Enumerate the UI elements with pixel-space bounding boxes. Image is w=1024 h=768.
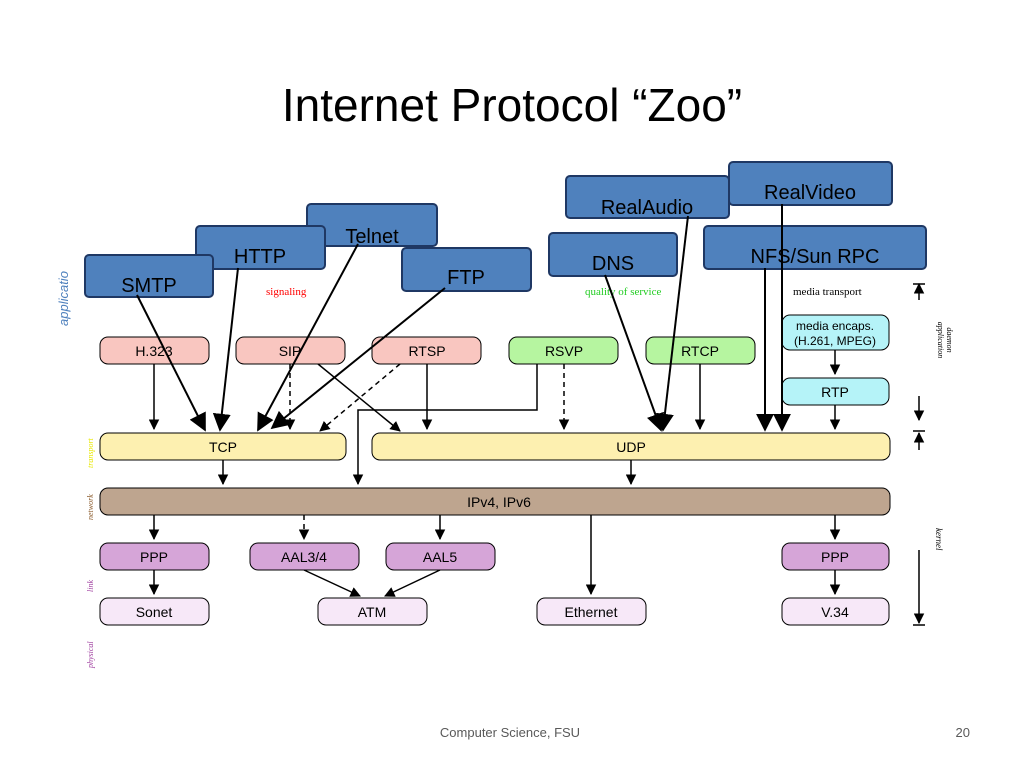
sonet-label: Sonet xyxy=(136,604,173,620)
footer-source: Computer Science, FSU xyxy=(439,725,581,740)
ppp-left-label: PPP xyxy=(140,549,168,565)
callout-smtp: SMTP xyxy=(84,254,214,298)
tcp-label: TCP xyxy=(209,439,237,455)
media-encaps-label-1: media encaps. xyxy=(796,319,874,333)
right-brackets xyxy=(913,282,925,626)
label-application-daemon: applicationdaemon xyxy=(936,322,954,358)
label-media-transport: media transport xyxy=(793,286,862,298)
rsvp-label: RSVP xyxy=(545,343,583,359)
diagram-arrows xyxy=(148,350,841,597)
slide-title: Internet Protocol “Zoo” xyxy=(281,79,743,131)
label-kernel: kernel xyxy=(934,528,944,551)
box-ppp-right: PPP xyxy=(781,542,890,571)
box-ppp-left: PPP xyxy=(99,542,210,571)
nfs-text: NFS/Sun RPC xyxy=(751,246,880,268)
aal34-label: AAL3/4 xyxy=(281,549,327,565)
label-link: link xyxy=(86,580,95,592)
ftp-text: FTP xyxy=(447,267,485,289)
box-aal34: AAL3/4 xyxy=(249,542,360,571)
sip-label: SIP xyxy=(279,343,302,359)
realaudio-text: RealAudio xyxy=(601,197,693,219)
callout-nfs: NFS/Sun RPC xyxy=(703,225,927,270)
box-atm: ATM xyxy=(317,597,428,626)
footer-page-number: 20 xyxy=(955,725,970,740)
aal5-label: AAL5 xyxy=(423,549,457,565)
ethernet-label: Ethernet xyxy=(565,604,618,620)
atm-label: ATM xyxy=(358,604,387,620)
box-ethernet: Ethernet xyxy=(536,597,647,626)
label-application: applicatio xyxy=(56,271,71,326)
callout-http: HTTP xyxy=(195,225,326,270)
realvideo-text: RealVideo xyxy=(764,182,856,204)
label-network: network xyxy=(86,494,95,520)
box-rtp: RTP xyxy=(781,377,890,406)
label-quality-of-service: quality of service xyxy=(585,286,661,298)
box-rsvp: RSVP xyxy=(508,336,619,365)
ip-bar: IPv4, IPv6 xyxy=(99,487,891,516)
box-sip: SIP xyxy=(235,336,346,365)
label-transport: transport xyxy=(86,437,95,468)
media-encaps-label-2: (H.261, MPEG) xyxy=(794,334,876,348)
dns-text: DNS xyxy=(592,253,634,275)
udp-bar: UDP xyxy=(371,432,891,461)
box-media-encaps: media encaps. (H.261, MPEG) xyxy=(781,314,890,351)
telnet-text: Telnet xyxy=(345,226,399,248)
smtp-text: SMTP xyxy=(121,275,177,297)
callout-ftp: FTP xyxy=(401,247,532,292)
callout-realvideo: RealVideo xyxy=(728,161,893,206)
callout-realaudio: RealAudio xyxy=(565,175,730,219)
rtsp-label: RTSP xyxy=(408,343,445,359)
tcp-bar: TCP xyxy=(99,432,347,461)
v34-label: V.34 xyxy=(821,604,849,620)
http-text: HTTP xyxy=(234,246,286,268)
rtp-label: RTP xyxy=(821,384,849,400)
box-aal5: AAL5 xyxy=(385,542,496,571)
udp-label: UDP xyxy=(616,439,646,455)
callout-arrows xyxy=(136,204,791,432)
callout-telnet: Telnet xyxy=(306,203,438,248)
label-physical: physical xyxy=(86,641,95,669)
box-sonet: Sonet xyxy=(99,597,210,626)
box-h323: H.323 xyxy=(99,336,210,365)
box-rtsp: RTSP xyxy=(371,336,482,365)
label-signaling: signaling xyxy=(266,286,307,298)
box-v34: V.34 xyxy=(781,597,890,626)
rtcp-label: RTCP xyxy=(681,343,719,359)
ppp-right-label: PPP xyxy=(821,549,849,565)
ip-label: IPv4, IPv6 xyxy=(467,494,531,510)
callout-dns: DNS xyxy=(548,232,678,277)
box-rtcp: RTCP xyxy=(645,336,756,365)
